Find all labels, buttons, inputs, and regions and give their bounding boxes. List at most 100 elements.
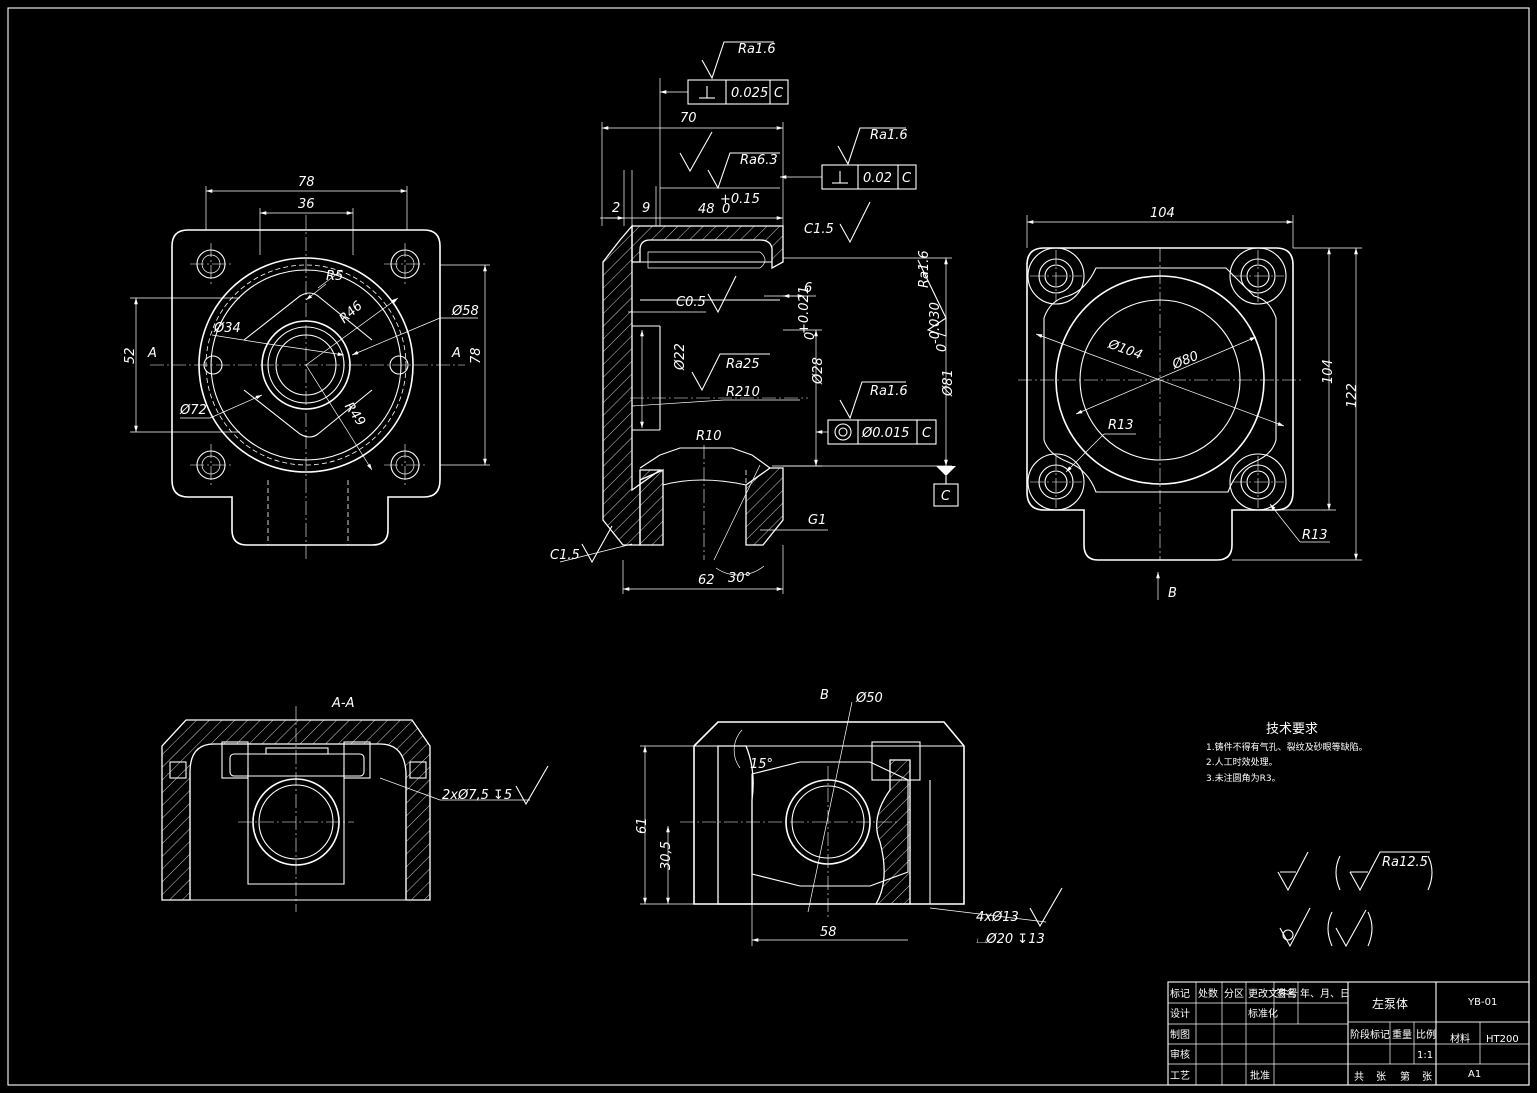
right-view: 104 Ø104 Ø80 104 122 R13 R13 B: [1018, 206, 1362, 601]
sec-dim-9: 9: [642, 201, 650, 216]
sec-dim-6: 6: [804, 281, 812, 296]
tb-cell-design: 设计: [1170, 1007, 1190, 1020]
front-dim-78-right: 78: [469, 347, 484, 364]
roughness-legend: Ra12.5: [1277, 851, 1433, 948]
sec-ra-top: Ra1.6: [738, 42, 776, 57]
front-dim-phi34: Ø34: [213, 321, 241, 336]
sec-dim-62: 62: [698, 573, 715, 588]
tb-scale: 1:1: [1417, 1050, 1433, 1061]
front-dim-78-top: 78: [298, 175, 315, 190]
right-dim-r13-a: R13: [1108, 418, 1134, 433]
front-dim-r46: R46: [337, 299, 366, 327]
sec-dim-phi28-lower: 0: [803, 332, 818, 340]
sec-dim-phi81-lower: 0: [935, 344, 950, 352]
tech-req-item-2: 2.人工时效处理。: [1206, 756, 1278, 768]
sec-ra-conc: Ra1.6: [870, 384, 908, 399]
view-b: B Ø50 15° 61 30,5 58 4xØ13 ⌴Ø20 ↧13: [635, 688, 1063, 947]
tb-cell-stage: 阶段标记: [1350, 1028, 1390, 1041]
sec-dim-c05: C0.5: [676, 295, 706, 310]
title-block: 标记 处数 分区 更改文件号 签名 年、月、日 设计 标准化 制图 审核 工艺 …: [1167, 981, 1530, 1086]
tb-material-label: 材料: [1450, 1032, 1470, 1045]
viewb-note-cbore: ⌴Ø20 ↧13: [976, 932, 1045, 947]
aa-title: A-A: [331, 696, 354, 711]
sec-dim-phi22: Ø22: [673, 343, 688, 371]
tb-cell-review: 审核: [1170, 1048, 1190, 1061]
sec-ra-right: Ra1.6: [870, 128, 908, 143]
legend-ra125: Ra12.5: [1382, 855, 1428, 870]
sec-dim-phi28-upper: +0.021: [797, 286, 812, 334]
right-dim-122: 122: [1345, 383, 1360, 408]
right-view-label-b: B: [1168, 586, 1177, 601]
sec-dim-phi81: Ø81: [941, 369, 956, 397]
right-dim-104-side: 104: [1321, 359, 1336, 384]
front-view: A A 78 36 R5 R46 Ø34 Ø58 Ø72 R49 52 78: [123, 175, 490, 560]
sec-dim-g1: G1: [808, 513, 826, 528]
tb-material: HT200: [1486, 1034, 1519, 1045]
tb-cell-zone: 分区: [1224, 988, 1244, 1000]
right-dim-phi104: Ø104: [1105, 337, 1144, 363]
tb-cell-approve: 批准: [1250, 1069, 1270, 1082]
sec-dim-48-upper: +0.15: [720, 192, 760, 207]
sec-dim-c15-top: C1.5: [804, 222, 834, 237]
datum-c-label: C: [941, 489, 951, 504]
sec-dim-phi81-upper: -0.030: [928, 302, 943, 344]
sec-dim-c15-bottom: C1.5: [550, 548, 580, 563]
front-dim-phi72: Ø72: [179, 403, 207, 418]
right-dim-phi80: Ø80: [1169, 349, 1200, 373]
tb-cell-date: 年、月、日: [1300, 987, 1350, 1000]
sec-dim-r210: R210: [726, 385, 760, 400]
tb-drawing-no: YB-01: [1467, 997, 1497, 1008]
tb-cell-scale-label: 比例: [1416, 1028, 1436, 1041]
right-dim-104-top: 104: [1150, 206, 1175, 221]
tb-cell-sheets: 张: [1376, 1071, 1386, 1083]
sec-dim-30deg: 30°: [728, 571, 751, 586]
front-dim-r5: R5: [326, 269, 343, 284]
viewb-dim-15deg: 15°: [750, 757, 773, 772]
sec-ra-63: Ra6.3: [740, 153, 778, 168]
viewb-title: B: [820, 688, 829, 703]
front-label-a-left: A: [147, 346, 157, 361]
front-dim-phi58: Ø58: [451, 304, 479, 319]
tb-part-name: 左泵体: [1372, 996, 1408, 1011]
tol-perp-1: 0.025: [731, 86, 768, 101]
tol-datum-2: C: [902, 171, 912, 186]
tb-cell-process: 工艺: [1170, 1070, 1190, 1082]
tb-cell-count: 处数: [1198, 987, 1218, 1000]
front-dim-r49: R49: [341, 400, 368, 430]
sec-ra-25: Ra25: [726, 357, 760, 372]
sec-dim-r10: R10: [696, 429, 722, 444]
tol-datum-3: C: [922, 426, 932, 441]
tol-perp-2: 0.02: [863, 171, 892, 186]
viewb-dim-phi50: Ø50: [855, 691, 883, 706]
sec-dim-phi28: Ø28: [811, 357, 826, 385]
front-label-a-right: A: [451, 346, 461, 361]
tech-req-title: 技术要求: [1266, 722, 1318, 737]
tb-cell-mark: 标记: [1170, 988, 1190, 1000]
section-view: 70 2 9 48 +0.15 0 C1.5 6 C0.5 Ø22 R210 R…: [550, 41, 959, 594]
tb-cell-sheet: 张: [1422, 1071, 1432, 1083]
drawing-border: [7, 7, 1530, 1086]
front-dim-52: 52: [123, 347, 138, 364]
tb-cell-draw: 制图: [1170, 1028, 1190, 1041]
sec-dim-2: 2: [612, 201, 620, 216]
viewb-dim-61: 61: [635, 817, 650, 834]
tb-cell-sign: 签名: [1276, 987, 1296, 1000]
sec-dim-48: 48: [698, 202, 715, 217]
tech-req-item-3: 3.未注圆角为R3。: [1206, 772, 1281, 784]
aa-note: 2xØ7,5 ↧5: [442, 788, 512, 803]
tb-cell-weight: 重量: [1392, 1028, 1412, 1041]
viewb-note-holes: 4xØ13: [976, 910, 1019, 925]
tol-conc: Ø0.015: [861, 426, 909, 441]
tb-cell-no: 第: [1400, 1070, 1410, 1083]
tb-cell-change-doc: 更改文件号: [1248, 987, 1298, 1000]
tech-req-item-1: 1.铸件不得有气孔、裂纹及砂眼等缺陷。: [1206, 741, 1368, 753]
tb-cell-total: 共: [1354, 1071, 1364, 1083]
technical-requirements: 技术要求 1.铸件不得有气孔、裂纹及砂眼等缺陷。 2.人工时效处理。 3.未注圆…: [1206, 722, 1368, 784]
sec-dim-48-lower: 0: [722, 202, 730, 217]
viewb-dim-305: 30,5: [659, 841, 674, 870]
viewb-dim-58: 58: [820, 925, 837, 940]
tol-datum-1: C: [774, 86, 784, 101]
front-dim-36: 36: [298, 197, 315, 212]
tb-sheet-size: A1: [1468, 1069, 1481, 1080]
